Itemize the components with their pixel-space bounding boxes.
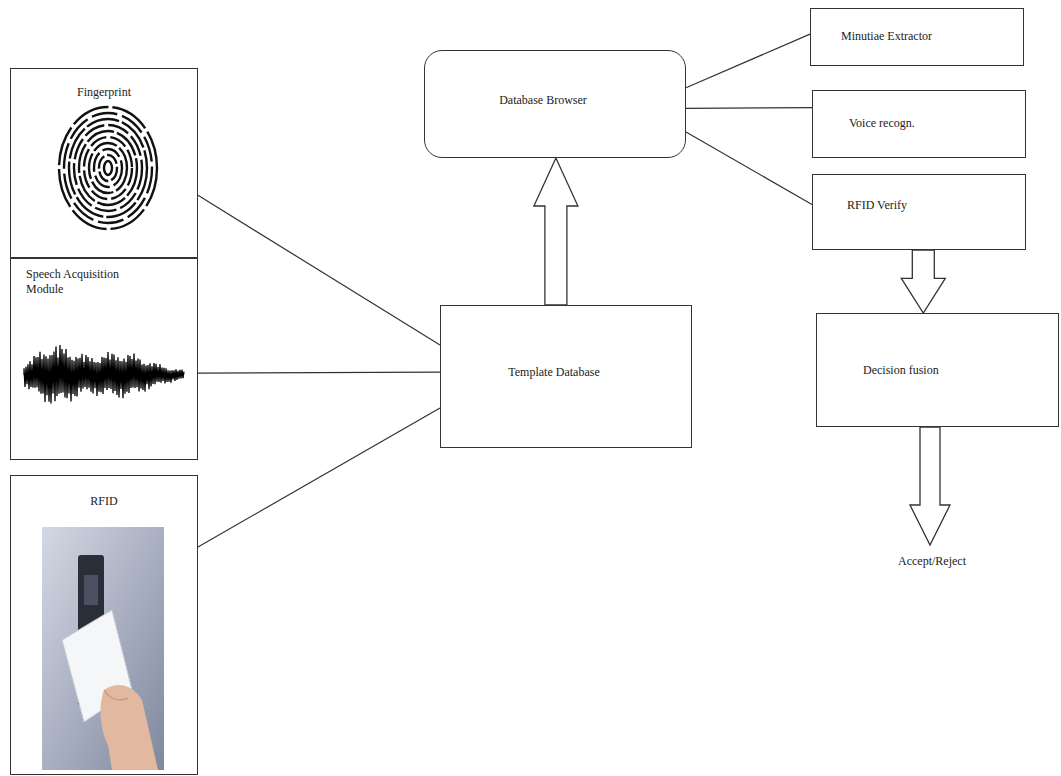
connector-line [686, 132, 812, 204]
node-label: Fingerprint [77, 85, 131, 100]
process-box: RFID Verify [812, 174, 1026, 250]
speech-waveform [24, 345, 184, 403]
node-label: Template Database [508, 365, 599, 380]
block-arrow [901, 250, 945, 313]
input-box: RFID [10, 475, 198, 775]
node-label: Minutiae Extractor [841, 29, 932, 44]
node-label: Database Browser [499, 93, 587, 108]
connector-line [198, 195, 440, 345]
connector-line [686, 107, 812, 109]
fingerprint-image [59, 107, 157, 229]
connector-line [198, 372, 440, 374]
process-box: Minutiae Extractor [810, 8, 1024, 66]
node-label: Decision fusion [863, 363, 939, 378]
block-arrow [534, 158, 578, 305]
output-label: Accept/Reject [898, 554, 966, 569]
result-block-arrow [910, 427, 950, 545]
node-label: Speech Acquisition Module [26, 267, 156, 297]
input-box: Fingerprint [10, 68, 198, 258]
node-label: RFID Verify [847, 198, 907, 213]
connector-line [686, 34, 810, 88]
database-box: Template Database [440, 305, 692, 448]
browser-box: Database Browser [424, 50, 686, 158]
input-box: Speech Acquisition Module [10, 258, 198, 460]
process-box: Voice recogn. [812, 90, 1026, 158]
decision-box: Decision fusion [816, 313, 1059, 427]
node-label: Voice recogn. [849, 116, 915, 131]
node-label: RFID [90, 494, 117, 509]
rfid-image [42, 527, 164, 770]
connector-line [198, 408, 440, 547]
